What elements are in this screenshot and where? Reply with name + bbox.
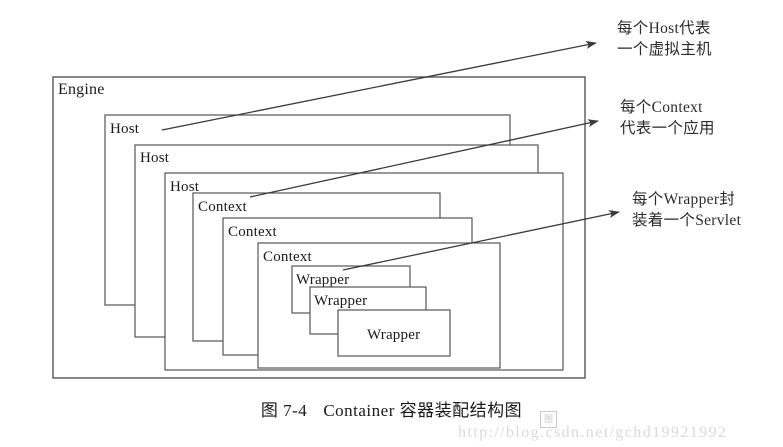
annotation-context-line2: 代表一个应用	[620, 120, 715, 137]
annotation-host-line1: 每个Host代表	[617, 20, 711, 37]
watermark-url: http://blog.csdn.net/gchd19921992	[458, 424, 728, 441]
annotation-host-line2: 一个虚拟主机	[617, 41, 712, 58]
figure-caption-title: Container 容器装配结构图	[323, 401, 523, 420]
wrapper-label-3: Wrapper	[367, 327, 420, 343]
annotation-wrapper: 每个Wrapper封 装着一个Servlet	[632, 189, 741, 231]
context-label-2: Context	[228, 224, 278, 240]
annotation-host: 每个Host代表 一个虚拟主机	[617, 18, 712, 60]
annotation-arrow-wrapper	[342, 210, 620, 271]
engine-label: Engine	[58, 81, 105, 98]
context-label-3: Context	[263, 249, 313, 265]
figure-caption-number: 图 7-4	[260, 401, 308, 420]
wrapper-label-1: Wrapper	[296, 272, 349, 288]
context-label-1: Context	[198, 199, 248, 215]
figure-caption: 图 7-4 Container 容器装配结构图	[0, 396, 783, 421]
annotation-context-line1: 每个Context	[620, 99, 703, 116]
annotation-arrow-host	[161, 41, 597, 131]
wrapper-box-3: Wrapper	[337, 309, 451, 357]
host-label-3: Host	[170, 179, 200, 195]
annotation-arrow-context	[249, 119, 599, 198]
host-label-1: Host	[110, 121, 140, 137]
watermark-badge-icon: 图	[540, 411, 557, 428]
annotation-wrapper-line2: 装着一个Servlet	[632, 212, 742, 229]
wrapper-label-2: Wrapper	[314, 293, 367, 309]
annotation-context: 每个Context 代表一个应用	[620, 97, 715, 139]
host-label-2: Host	[140, 150, 170, 166]
annotation-wrapper-line1: 每个Wrapper封	[632, 191, 736, 208]
